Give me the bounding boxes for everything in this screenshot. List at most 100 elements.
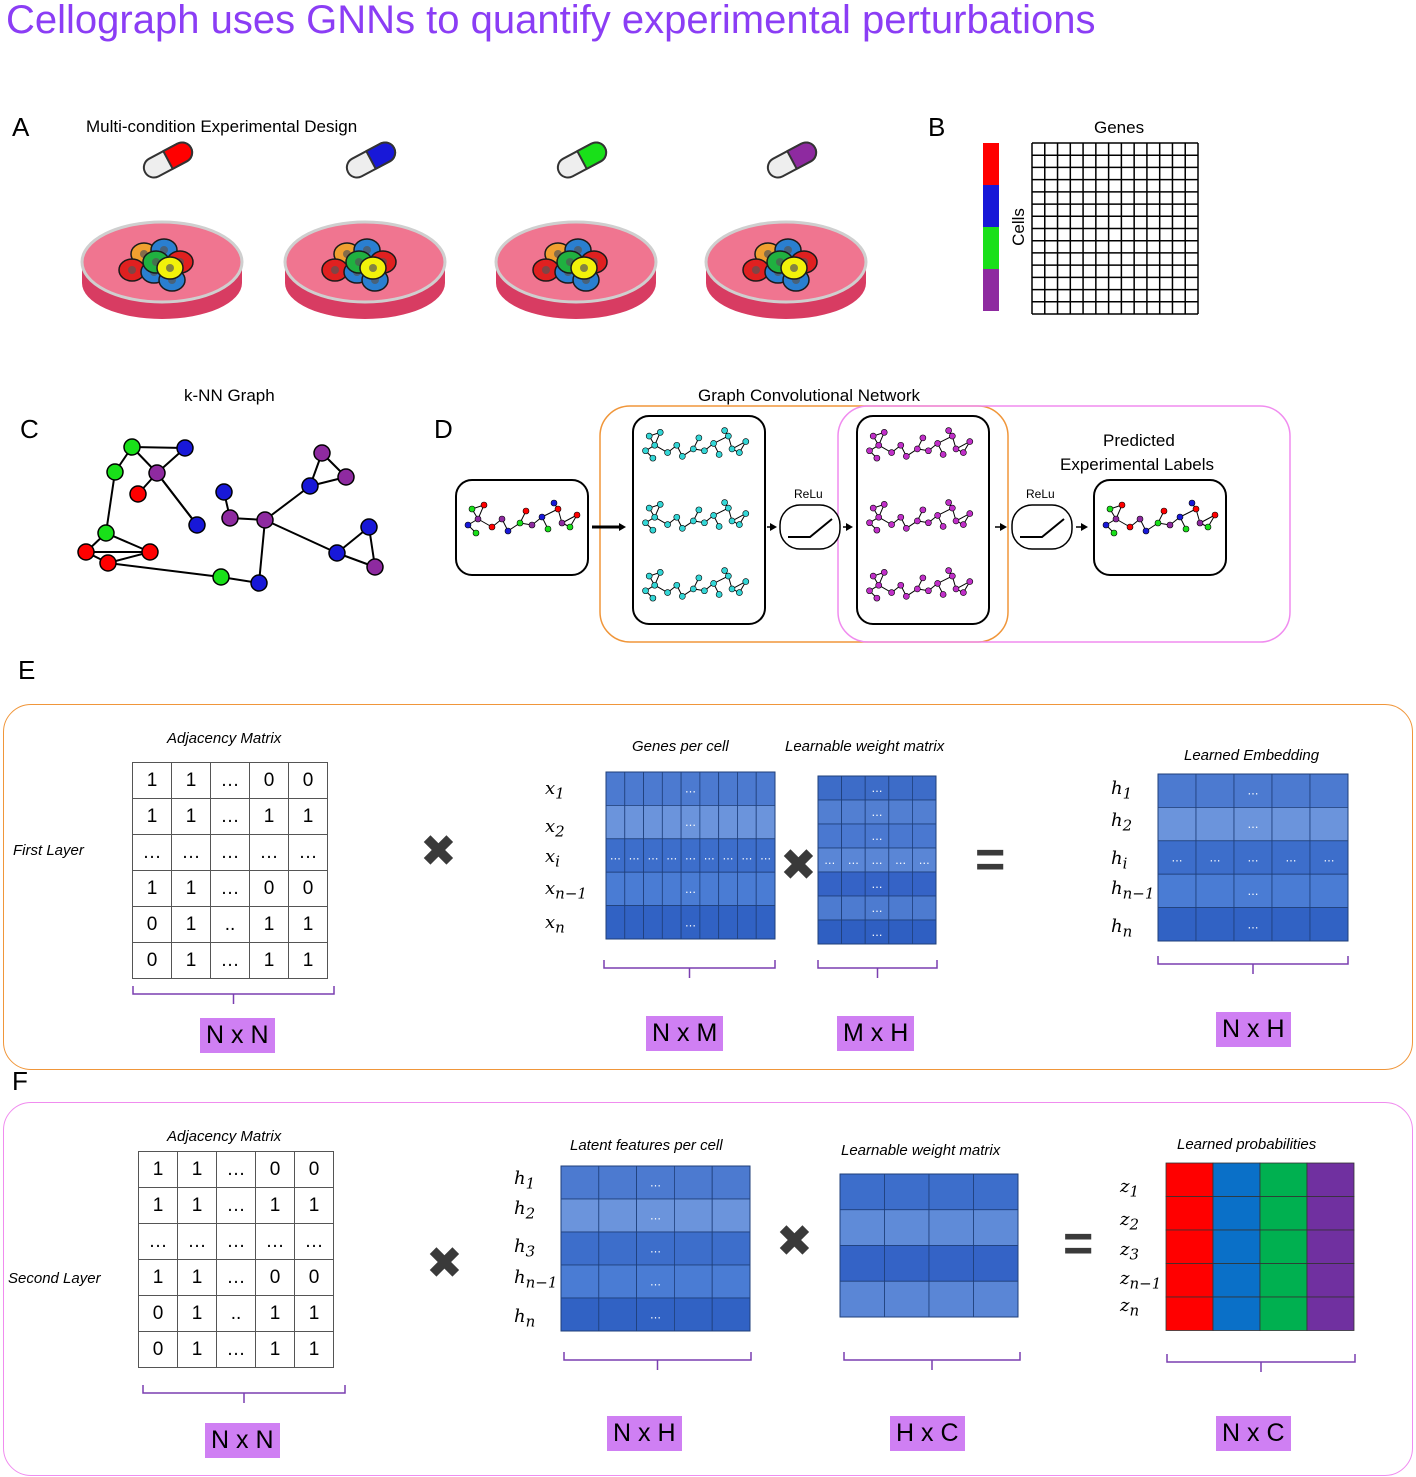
matrix-cell	[841, 919, 866, 945]
graph-edge	[156, 472, 198, 526]
var-zn-1: zn−1	[1120, 1268, 1162, 1293]
matrix-cell	[643, 805, 663, 840]
var-z2: z2	[1120, 1209, 1140, 1234]
var-h1-e: h1	[1111, 778, 1133, 803]
matrix-cell	[605, 905, 626, 940]
arrow-head-icon	[846, 523, 853, 531]
var-z3: z3	[1120, 1239, 1140, 1264]
ellipsis-mark: …	[760, 850, 771, 863]
mini-graph-node	[474, 515, 482, 523]
ellipsis-mark: …	[872, 782, 883, 795]
matrix-cell	[624, 771, 644, 806]
mini-graph-node	[679, 592, 686, 600]
matrix-cell	[1271, 807, 1311, 842]
dim-badge-adj-e: N x N	[200, 1018, 275, 1053]
cell-nucleus	[369, 264, 377, 272]
matrix-cell	[661, 871, 682, 907]
mini-graph-node	[651, 441, 659, 449]
matrix-cell	[699, 871, 720, 907]
mini-graph-node	[679, 524, 686, 532]
panel-c-letter: C	[20, 414, 39, 444]
panel-e-letter: E	[18, 655, 36, 685]
ellipsis-mark: …	[872, 902, 883, 915]
probability-cell	[1165, 1296, 1214, 1331]
genes-axis-label: Genes	[1094, 118, 1145, 137]
matrix-cell	[624, 871, 644, 907]
ellipsis-mark: …	[704, 850, 715, 863]
var-xn-1: xn−1	[545, 878, 587, 903]
dim-badge-adj-f: N x N	[205, 1423, 280, 1458]
matrix-cell	[912, 775, 937, 801]
mini-graph-node	[925, 587, 932, 595]
matrix-cell	[755, 771, 776, 806]
graph-panel-box	[856, 415, 990, 625]
graph-node	[99, 554, 117, 572]
mini-graph-node	[1110, 529, 1118, 537]
graph-node	[188, 516, 206, 534]
probability-cell	[1212, 1162, 1261, 1197]
gcn-caption: Graph Convolutional Network	[698, 386, 921, 405]
drug-capsule-icon	[556, 141, 608, 179]
matrix-cell	[1309, 807, 1349, 842]
ellipsis-mark: …	[1248, 785, 1259, 798]
capsule-cap	[364, 141, 397, 171]
matrix-cell	[884, 1280, 930, 1318]
matrix-cell	[1309, 873, 1349, 909]
adjacency-cell: …	[177, 1223, 217, 1260]
adjacency-cell: …	[210, 942, 250, 979]
probability-cell	[1259, 1263, 1308, 1298]
panel-b-letter: B	[928, 112, 946, 142]
matrix-cell	[912, 871, 937, 897]
mini-graph-node	[528, 521, 536, 529]
matrix-cell	[711, 1264, 751, 1299]
mini-graph-node	[554, 505, 562, 513]
probability-cell	[1259, 1296, 1308, 1331]
dim-badge-weight-e: M x H	[837, 1016, 915, 1051]
graph-node	[256, 511, 274, 529]
adjacency-cell: …	[216, 1259, 256, 1296]
probability-cell	[1165, 1196, 1214, 1231]
mini-graph-node	[673, 581, 681, 589]
matrix-cell	[912, 895, 937, 921]
capsule-cap	[785, 141, 818, 171]
mini-graph-node	[1142, 527, 1150, 535]
matrix-cell	[636, 1264, 675, 1299]
matrix-cell	[888, 919, 913, 945]
matrix-cell	[737, 771, 757, 806]
ellipsis-mark: …	[650, 1177, 661, 1190]
mini-graph-node	[642, 587, 649, 595]
matrix-cell	[817, 871, 843, 897]
matrix-cell	[1271, 840, 1311, 875]
probability-cell	[1212, 1263, 1261, 1298]
matrix-cell	[841, 823, 866, 849]
dim-badge-embedding: N x H	[1216, 1012, 1291, 1047]
mini-graph-node	[903, 524, 910, 532]
mini-graph-node	[875, 441, 883, 449]
matrix-border	[560, 1165, 751, 1332]
matrix-cell	[839, 1245, 885, 1282]
adjacency-cell: 0	[294, 1151, 334, 1188]
dimension-brace	[132, 986, 335, 1004]
multiply-symbol-f2: ✖	[776, 1217, 813, 1266]
mini-graph-node	[695, 434, 703, 442]
mini-graph-node	[880, 501, 888, 508]
matrix-cell	[817, 775, 843, 801]
condition-color-bar	[983, 185, 999, 227]
var-hn-e: hn	[1111, 916, 1133, 941]
multiply-symbol-f1: ✖	[426, 1239, 463, 1288]
matrix-cell	[674, 1165, 713, 1200]
graph-node	[141, 543, 159, 561]
mini-graph-node	[464, 521, 472, 529]
mini-graph-node	[673, 441, 681, 449]
mini-graph-node	[728, 517, 736, 525]
mini-graph-node	[690, 445, 697, 453]
matrix-cell	[884, 1209, 930, 1246]
mini-graph-node	[873, 454, 881, 462]
dimension-brace	[142, 1385, 346, 1403]
cell-nucleus	[331, 266, 339, 274]
mini-graph-node	[721, 567, 728, 574]
graph-node	[212, 568, 230, 586]
